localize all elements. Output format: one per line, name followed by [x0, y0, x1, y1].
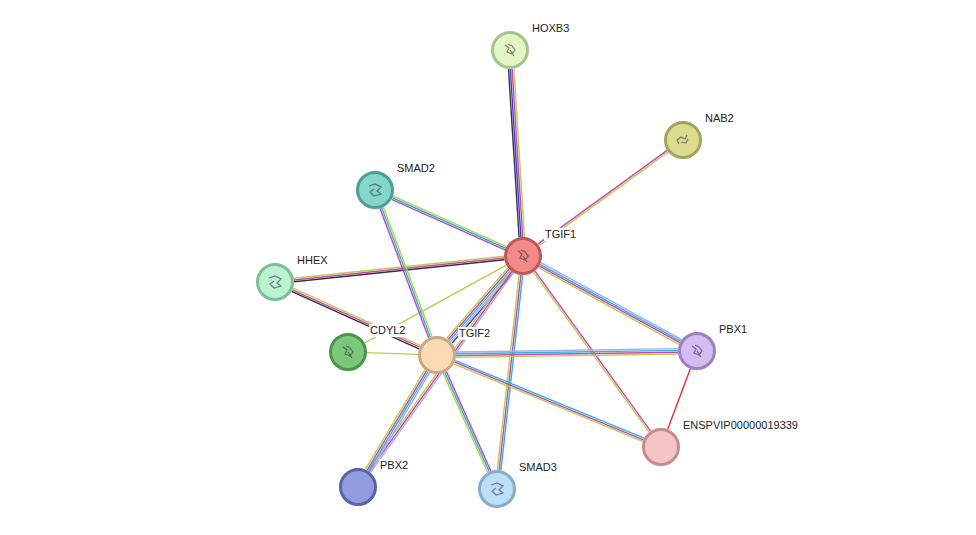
- evidence-line: [456, 354, 678, 357]
- protein-node: TGIF1: [504, 237, 542, 275]
- protein-node: TGIF2: [418, 336, 456, 374]
- protein-node: PBX2: [339, 468, 377, 506]
- structure-icon: [481, 473, 513, 505]
- evidence-line: [514, 69, 525, 237]
- evidence-line: [541, 263, 682, 340]
- interaction-edge: [365, 370, 429, 472]
- protein-node: HHEX: [256, 263, 294, 301]
- evidence-line: [499, 275, 521, 470]
- node-label: CDYL2: [369, 324, 406, 337]
- structure-icon: [494, 34, 526, 66]
- evidence-line: [369, 271, 512, 471]
- evidence-line: [365, 370, 424, 469]
- structure-icon: [667, 124, 699, 156]
- structure-icon: [359, 174, 391, 206]
- interaction-edge: [443, 372, 491, 473]
- interaction-edge: [497, 275, 522, 471]
- interaction-edge: [392, 196, 507, 250]
- node-label: PBX2: [379, 459, 409, 472]
- protein-node: NAB2: [664, 121, 702, 159]
- evidence-line: [445, 372, 489, 471]
- node-label: PBX1: [718, 323, 748, 336]
- interaction-edge: [456, 349, 678, 358]
- node-label: ENSPVIP00000019339: [682, 419, 799, 432]
- structure-icon: [259, 266, 291, 298]
- interaction-edge: [380, 207, 432, 338]
- evidence-line: [539, 152, 668, 246]
- evidence-line: [392, 198, 505, 249]
- node-label: HOXB3: [531, 22, 570, 35]
- structure-icon: [332, 336, 364, 368]
- evidence-line: [371, 273, 514, 473]
- interaction-edge: [454, 361, 644, 442]
- interaction-edge: [538, 263, 681, 345]
- evidence-line: [383, 207, 432, 336]
- evidence-line: [539, 266, 680, 343]
- node-label: TGIF1: [544, 228, 577, 241]
- evidence-line: [365, 265, 507, 343]
- protein-node: SMAD3: [478, 470, 516, 508]
- evidence-line: [538, 150, 667, 244]
- node-label: HHEX: [296, 254, 329, 267]
- evidence-line: [393, 196, 506, 247]
- node-label: SMAD2: [396, 162, 436, 175]
- protein-node: ENSPVIP00000019339: [642, 428, 680, 466]
- interaction-edge: [447, 268, 514, 343]
- evidence-line: [382, 208, 431, 337]
- evidence-line: [448, 269, 509, 339]
- interaction-edge: [365, 265, 507, 343]
- node-label: SMAD3: [518, 461, 558, 474]
- protein-node: CDYL2: [329, 333, 367, 371]
- interaction-edge: [367, 353, 418, 355]
- interaction-edge: [538, 150, 668, 245]
- evidence-line: [367, 353, 418, 355]
- evidence-line: [392, 199, 505, 250]
- evidence-line: [367, 371, 426, 470]
- protein-node: HOXB3: [491, 31, 529, 69]
- evidence-line: [443, 373, 487, 472]
- evidence-line: [446, 372, 490, 471]
- evidence-line: [501, 275, 523, 470]
- protein-node: SMAD2: [356, 171, 394, 209]
- node-label: TGIF2: [458, 327, 491, 340]
- evidence-line: [455, 361, 644, 439]
- evidence-line: [369, 372, 428, 471]
- evidence-line: [370, 373, 429, 472]
- evidence-line: [512, 69, 523, 237]
- interaction-edge: [368, 270, 514, 472]
- evidence-line: [380, 208, 429, 337]
- evidence-line: [497, 275, 519, 470]
- node-label: NAB2: [704, 112, 735, 125]
- interaction-edge: [509, 69, 525, 237]
- protein-node: PBX1: [678, 332, 716, 370]
- evidence-line: [540, 264, 681, 341]
- evidence-line: [449, 270, 510, 340]
- structure-icon: [507, 240, 539, 272]
- structure-icon: [681, 335, 713, 367]
- evidence-line: [454, 364, 643, 442]
- evidence-line: [455, 362, 644, 440]
